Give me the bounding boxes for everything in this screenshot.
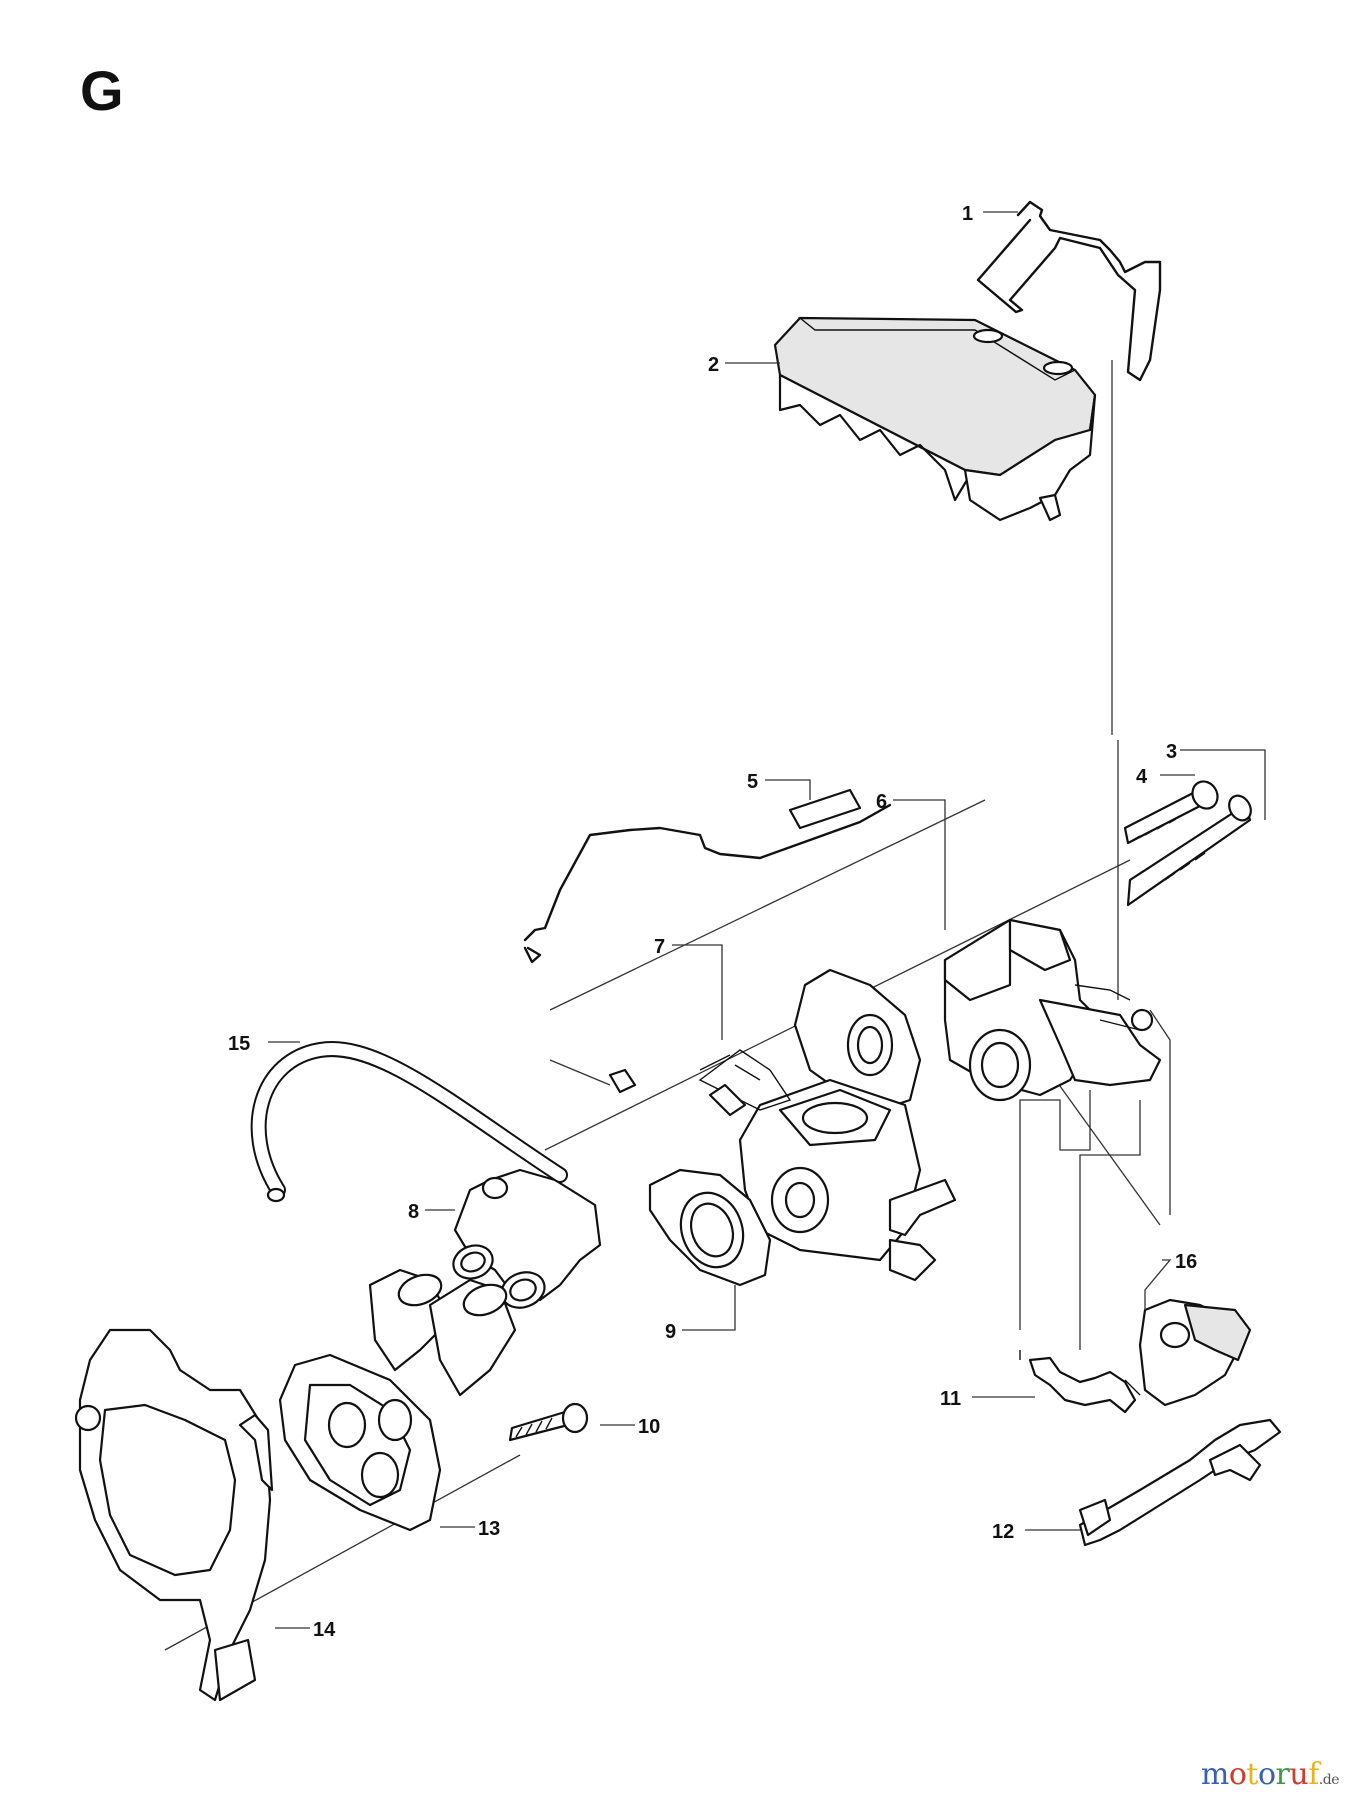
routing-lines [1019, 1009, 1171, 1350]
watermark-letter: m [1200, 1757, 1229, 1792]
callout-14: 14 [313, 1619, 336, 1641]
callout-8: 8 [408, 1201, 419, 1223]
callout-9: 9 [665, 1321, 676, 1343]
callout-13: 13 [478, 1518, 500, 1540]
watermark-letter: o [1257, 1757, 1276, 1792]
watermark-tld: .de [1318, 1772, 1340, 1788]
callout-16: 16 [1175, 1251, 1197, 1273]
part-1-wire-clip [976, 200, 1162, 382]
watermark-letter: o [1228, 1757, 1247, 1792]
part-5-throttle-rod [523, 788, 892, 964]
watermark-letter: r [1275, 1757, 1290, 1792]
callout-5: 5 [747, 771, 758, 793]
callout-labels: 1 2 3 4 5 6 7 8 9 10 11 12 13 14 15 16 [228, 203, 1197, 1641]
callout-11: 11 [940, 1388, 961, 1410]
watermark-brand: motoruf [1201, 1757, 1319, 1792]
callout-1: 1 [962, 203, 973, 225]
callout-3: 3 [1166, 741, 1177, 763]
section-letter: G [80, 59, 124, 122]
part-10-bolt [508, 1402, 589, 1442]
callout-15: 15 [228, 1033, 250, 1055]
watermark-letter: u [1289, 1757, 1309, 1792]
part-3-long-screw [1126, 794, 1252, 907]
callout-leaders [268, 211, 1266, 1629]
callout-7: 7 [654, 936, 665, 958]
part-13-flange-gasket [278, 1268, 517, 1532]
part-2-filter-cover [773, 316, 1097, 522]
watermark-logo: motoruf.de [1201, 1757, 1340, 1792]
watermark-letter: t [1246, 1757, 1258, 1792]
part-16-choke-knob [1138, 1298, 1252, 1407]
part-12-lever [1078, 1418, 1282, 1547]
part-11-bracket [1019, 1350, 1141, 1414]
part-7-carburetor [698, 968, 957, 1282]
watermark-letter: f [1308, 1757, 1319, 1792]
callout-2: 2 [708, 354, 719, 376]
part-14-housing-frame [74, 1328, 274, 1702]
part-4-screw [1123, 780, 1219, 845]
part-9-clamp-ring [608, 1068, 772, 1287]
callout-10: 10 [638, 1416, 660, 1438]
part-6-intake-manifold [943, 918, 1162, 1102]
part-15-fuel-hose [250, 1041, 568, 1203]
callout-6: 6 [876, 791, 887, 813]
callout-12: 12 [992, 1521, 1014, 1543]
callout-4: 4 [1136, 766, 1148, 788]
